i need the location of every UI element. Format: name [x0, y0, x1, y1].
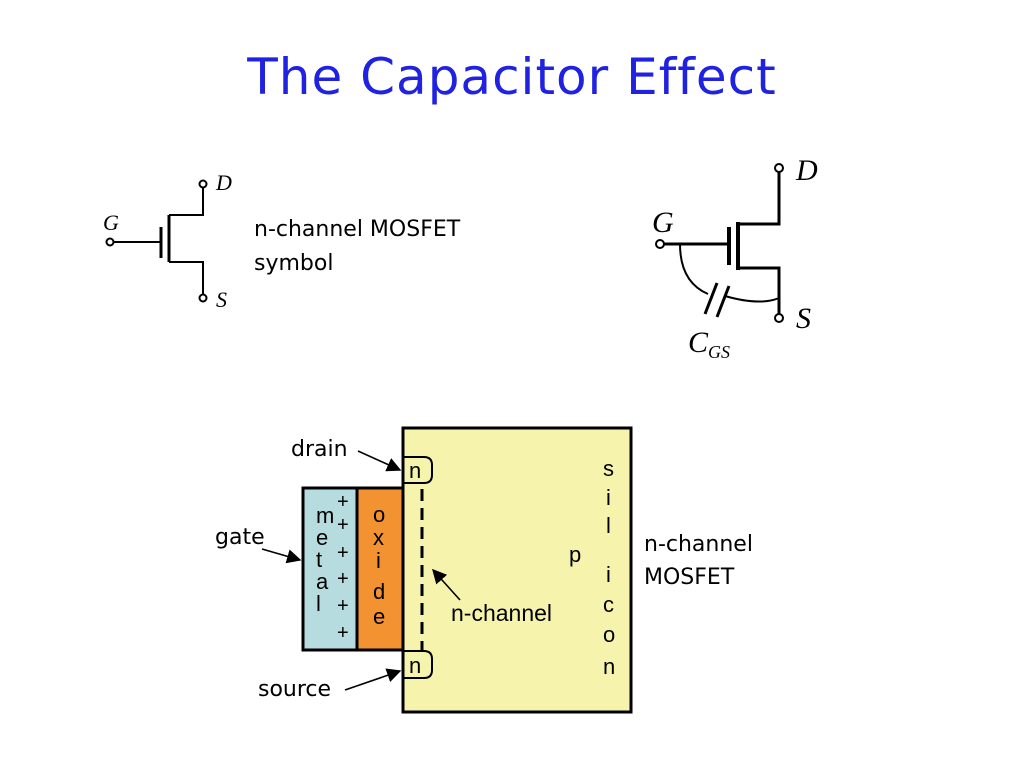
- mosfet-symbol-right: [655, 163, 784, 323]
- n-region-drain: [403, 456, 433, 484]
- gate-terminal-right: [655, 239, 665, 249]
- gate-terminal-left: [105, 237, 115, 247]
- gate-label-right: G: [652, 206, 674, 239]
- silicon-letter: s: [603, 456, 614, 481]
- silicon-letter: i: [606, 562, 611, 587]
- source-arrow: [344, 668, 402, 691]
- oxide-letter: i: [376, 548, 381, 573]
- source-label-right: S: [796, 302, 811, 335]
- source-terminal-right: [774, 313, 784, 323]
- gate-arrow: [261, 548, 302, 564]
- gate-label: gate: [215, 525, 265, 550]
- n-region-source: [403, 650, 433, 679]
- oxide-letter: d: [373, 579, 385, 604]
- plus-sign: +: [337, 542, 349, 564]
- drain-label-right: D: [795, 154, 818, 187]
- gate-label-left: G: [103, 210, 119, 235]
- mosfet-symbol-left: [105, 179, 208, 303]
- oxide-letter: e: [373, 604, 385, 629]
- metal-letter: t: [316, 547, 322, 572]
- n-bottom-label: n: [409, 653, 421, 678]
- plus-sign: +: [337, 622, 349, 644]
- silicon-letter: i: [606, 485, 611, 510]
- side-label-line1: n-channel: [644, 532, 753, 557]
- drain-terminal-right: [774, 163, 784, 173]
- p-label: p: [569, 542, 581, 567]
- mosfet-cross-section: [261, 426, 633, 714]
- side-label-line2: MOSFET: [644, 565, 735, 590]
- metal-letter: e: [316, 525, 328, 550]
- source-label: source: [258, 677, 331, 702]
- metal-layer: [301, 486, 359, 652]
- source-label-left: S: [216, 287, 227, 312]
- slide-title: The Capacitor Effect: [247, 48, 777, 106]
- plus-sign: +: [337, 491, 349, 513]
- oxide-letter: x: [373, 525, 384, 550]
- channel-arrow: [432, 568, 461, 601]
- channel-label: n-channel: [451, 600, 552, 626]
- oxide-letter: o: [373, 502, 385, 527]
- metal-letter: m: [316, 503, 334, 528]
- n-top-label: n: [409, 458, 421, 483]
- plus-sign: +: [337, 595, 349, 617]
- symbol-caption-line1: n-channel MOSFET: [254, 217, 461, 242]
- cgs-label: CGS: [688, 326, 730, 362]
- silicon-letter: c: [603, 592, 614, 617]
- silicon-letter: n: [603, 654, 615, 679]
- plus-sign: +: [337, 568, 349, 590]
- drain-label-left: D: [215, 170, 232, 195]
- oxide-layer: [355, 486, 405, 652]
- symbol-caption-line2: symbol: [254, 251, 333, 276]
- plus-sign: +: [337, 514, 349, 536]
- silicon-letter: o: [603, 622, 615, 647]
- drain-label: drain: [291, 437, 348, 462]
- drain-arrow: [357, 450, 402, 472]
- silicon-letter: l: [606, 513, 611, 538]
- metal-letter: a: [316, 569, 329, 594]
- drain-terminal-left: [198, 179, 208, 189]
- source-terminal-left: [198, 293, 208, 303]
- silicon-substrate: [401, 426, 633, 714]
- metal-letter: l: [316, 591, 321, 616]
